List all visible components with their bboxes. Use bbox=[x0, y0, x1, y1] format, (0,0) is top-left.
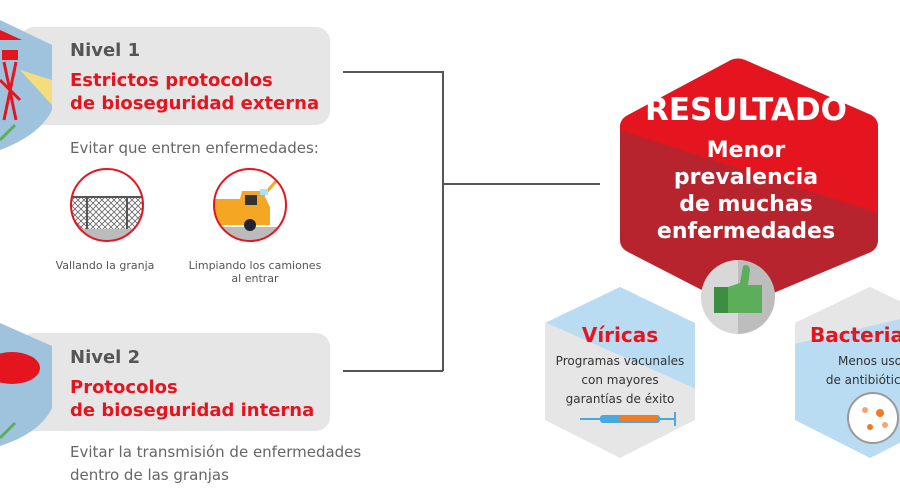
truck-caption-line2: al entrar bbox=[231, 272, 279, 285]
bacterias-text: Menos uso de antibióticos bbox=[790, 352, 900, 390]
nivel1-title-line2: de bioseguridad externa bbox=[70, 93, 320, 114]
resultado-text: Menor prevalencia de muchas enfermedades bbox=[620, 137, 872, 245]
nivel1-title-line1: Estrictos protocolos bbox=[70, 70, 273, 91]
fence-icon bbox=[70, 168, 144, 242]
hexagons-graphic bbox=[545, 58, 900, 458]
resultado-line3: de muchas bbox=[679, 192, 813, 217]
viricas-title: Víricas bbox=[581, 323, 659, 347]
bacterias-line1: Menos uso bbox=[838, 354, 900, 368]
resultado-line2: prevalencia bbox=[673, 165, 819, 190]
nivel1-intro: Evitar que entren enfermedades: bbox=[70, 139, 319, 157]
watchtower-shield-icon bbox=[0, 20, 52, 150]
syringe-icon bbox=[580, 412, 676, 426]
nivel1-label: Nivel 1 bbox=[70, 40, 141, 61]
resultado-title: RESULTADO bbox=[645, 92, 847, 128]
bacterias-title: Bacterias bbox=[810, 323, 900, 347]
bacterias-line2: de antibióticos bbox=[825, 373, 900, 387]
nivel1-box bbox=[20, 27, 330, 125]
truck-cleaning-icon bbox=[213, 168, 287, 242]
truck-caption-line1: Limpiando los camiones bbox=[188, 259, 322, 272]
petri-dish-icon bbox=[847, 392, 899, 444]
resultado-line1: Menor bbox=[706, 138, 786, 163]
viricas-line3: garantías de éxito bbox=[565, 392, 675, 406]
viricas-text: Programas vacunales con mayores garantía… bbox=[540, 352, 700, 409]
viricas-line1: Programas vacunales bbox=[555, 354, 685, 368]
nivel2-label: Nivel 2 bbox=[70, 347, 141, 368]
thumbs-up-icon bbox=[701, 260, 775, 334]
connector-vertical bbox=[442, 71, 444, 371]
nivel2-desc-line1: Evitar la transmisión de enfermedades bbox=[70, 443, 362, 461]
nivel2-title-line1: Protocolos bbox=[70, 377, 178, 398]
biosecurity-shield-icon bbox=[0, 323, 52, 446]
connector-nivel1 bbox=[343, 71, 443, 73]
fence-caption: Vallando la granja bbox=[55, 259, 155, 272]
resultado-line4: enfermedades bbox=[656, 219, 836, 244]
nivel2-box bbox=[20, 333, 330, 431]
viricas-line2: con mayores bbox=[581, 373, 659, 387]
connector-result bbox=[443, 183, 600, 185]
connector-nivel2 bbox=[343, 370, 443, 372]
nivel2-desc-line2: dentro de las granjas bbox=[70, 466, 229, 484]
nivel2-title-line2: de bioseguridad interna bbox=[70, 400, 315, 421]
